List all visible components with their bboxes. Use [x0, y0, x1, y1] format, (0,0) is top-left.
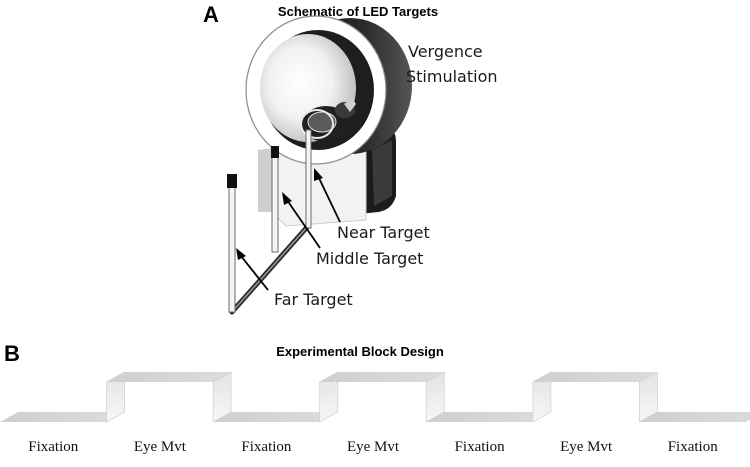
block-label: Fixation: [668, 439, 719, 455]
block-label: Fixation: [28, 439, 79, 455]
block-transition-face: [532, 371, 552, 423]
near-target-label: Near Target: [337, 223, 430, 242]
middle-target-label: Middle Target: [316, 249, 423, 268]
far-arrow-line: [240, 255, 269, 291]
block-segment-top: [0, 412, 125, 422]
block-segment-top: [319, 372, 445, 382]
near-target-rod: [305, 129, 312, 229]
scanner-support-highlight: [372, 140, 392, 206]
far-target-rod: [228, 183, 236, 313]
scanner-illustration: [245, 15, 412, 227]
block-segment-top: [639, 412, 750, 422]
block-label: Fixation: [241, 439, 292, 455]
coil-clip: [344, 98, 356, 112]
vergence-label-line1: Vergence: [408, 42, 483, 61]
block-transition-face: [106, 371, 125, 423]
block-label: Eye Mvt: [347, 439, 400, 455]
block-transition-face: [319, 371, 339, 423]
near-arrow-head: [314, 168, 323, 181]
block-labels: Fixation Eye Mvt Fixation Eye Mvt Fixation Ey…: [28, 439, 718, 455]
callout-arrows: [236, 168, 341, 291]
led-targets: [227, 129, 312, 315]
vergence-label-line2: Stimulation: [406, 67, 498, 86]
head-coil: [300, 109, 334, 139]
block-label: Eye Mvt: [560, 439, 613, 455]
block-segment-top: [213, 412, 338, 422]
block-segment-top: [532, 372, 658, 382]
scanner-housing-side: [258, 148, 272, 212]
block-segment-top: [426, 412, 551, 422]
far-arrow-head: [236, 248, 246, 260]
middle-target-led: [271, 146, 279, 158]
far-target-label: Far Target: [274, 290, 353, 309]
block-label: Eye Mvt: [134, 439, 187, 455]
near-arrow-line: [317, 175, 341, 223]
panel-b-letter: B: [4, 341, 20, 366]
block-segment-top: [106, 372, 232, 382]
panel-a-letter: A: [203, 2, 219, 27]
panel-a-title: Schematic of LED Targets: [278, 4, 438, 19]
target-rail-highlight: [231, 225, 309, 313]
block-design-wave: [0, 371, 750, 423]
middle-target-rod: [271, 155, 279, 253]
patient-face: [307, 111, 337, 133]
far-target-led: [227, 174, 237, 188]
middle-arrow-line: [286, 199, 321, 249]
panel-b-title: Experimental Block Design: [276, 344, 444, 359]
block-label: Fixation: [455, 439, 506, 455]
middle-arrow-head: [282, 192, 292, 205]
